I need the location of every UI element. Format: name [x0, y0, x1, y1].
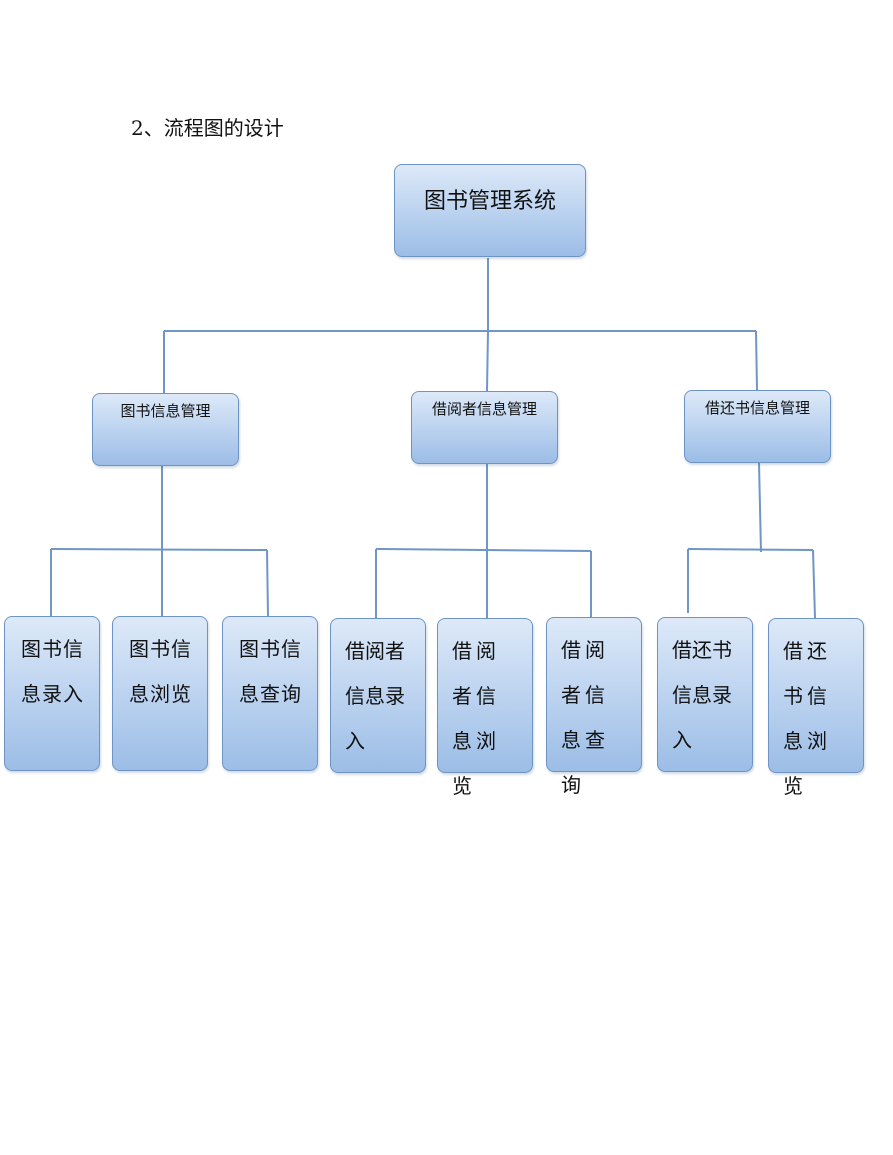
leaf-node-label: 图书信息录入	[21, 637, 84, 706]
leaf-node-label: 借阅者信息录入	[345, 639, 405, 753]
group-node-book-info: 图书信息管理	[92, 393, 239, 466]
leaf-node: 借阅者信息查询	[546, 617, 642, 797]
group-node-label: 图书信息管理	[120, 402, 211, 420]
leaf-node-label: 图书信息浏览	[129, 637, 192, 706]
leaf-node-label: 图书信息查询	[239, 637, 302, 706]
leaf-node-label: 借还书信息录入	[672, 638, 732, 752]
leaf-node: 借还书信息浏览	[768, 618, 864, 798]
leaf-node-label: 借阅者信息浏览	[452, 639, 500, 798]
leaf-node: 借阅者信息浏览	[437, 618, 533, 798]
leaf-node: 图书信息查询	[222, 616, 318, 771]
root-node: 图书管理系统	[394, 164, 586, 257]
group-node-borrower-info: 借阅者信息管理	[411, 391, 558, 464]
leaf-node: 借还书信息录入	[657, 617, 753, 772]
group-node-borrow-return-info: 借还书信息管理	[684, 390, 831, 463]
section-heading: 2、流程图的设计	[131, 116, 284, 140]
group-node-label: 借阅者信息管理	[431, 400, 537, 418]
leaf-node: 图书信息浏览	[112, 616, 208, 771]
root-node-label: 图书管理系统	[423, 189, 556, 214]
group-node-label: 借还书信息管理	[704, 399, 810, 417]
leaf-node-label: 借阅者信息查询	[561, 638, 609, 797]
leaf-node: 借阅者信息录入	[330, 618, 426, 773]
leaf-node-label: 借还书信息浏览	[783, 639, 831, 798]
leaf-node: 图书信息录入	[4, 616, 100, 771]
